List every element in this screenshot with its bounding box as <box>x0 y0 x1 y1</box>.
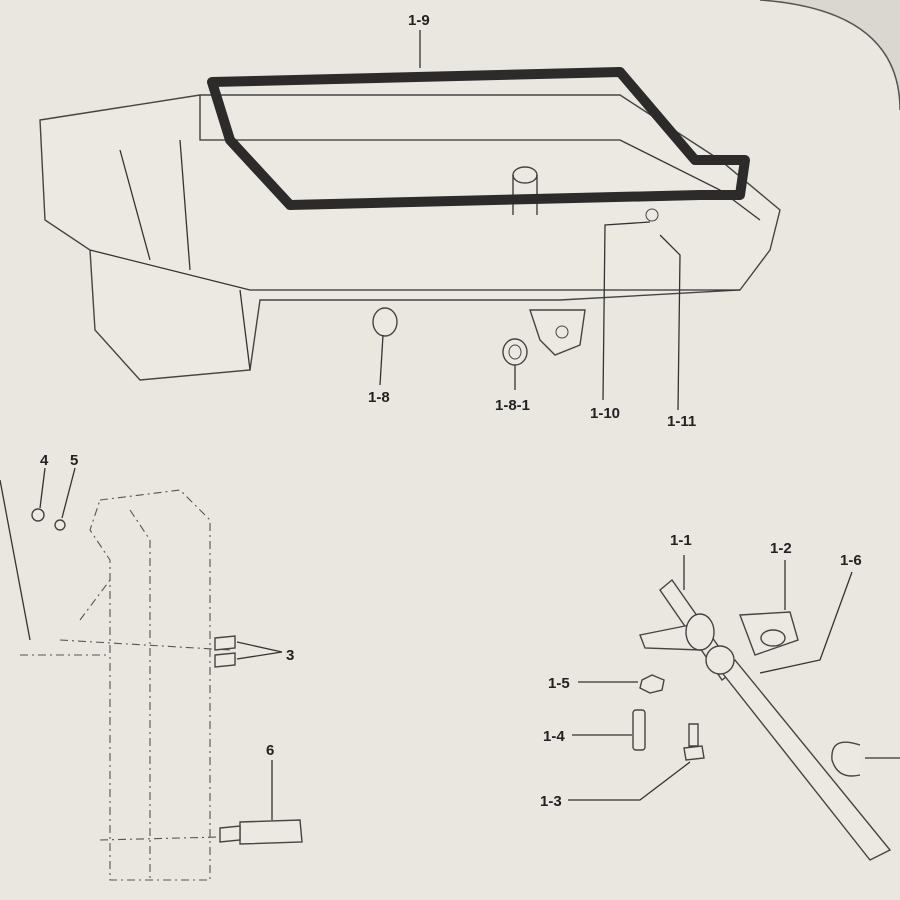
label-1-2: 1-2 <box>770 540 792 557</box>
label-1-6: 1-6 <box>840 552 862 569</box>
label-6: 6 <box>266 742 274 759</box>
label-1-11: 1-11 <box>667 413 696 430</box>
label-1-3: 1-3 <box>540 793 562 810</box>
label-5: 5 <box>70 452 78 469</box>
label-1-9: 1-9 <box>408 12 430 29</box>
label-1-8: 1-8 <box>368 389 390 406</box>
label-1-10: 1-10 <box>590 405 620 422</box>
gasket-drawing <box>207 67 750 210</box>
shaft-assembly-drawing <box>632 578 892 861</box>
label-4: 4 <box>40 452 49 469</box>
label-1-8-1: 1-8-1 <box>495 397 530 414</box>
label-1-4: 1-4 <box>543 728 565 745</box>
label-1-5: 1-5 <box>548 675 570 692</box>
label-3: 3 <box>286 647 294 664</box>
cover-assembly-drawing <box>0 467 303 881</box>
label-1-1: 1-1 <box>670 532 692 549</box>
